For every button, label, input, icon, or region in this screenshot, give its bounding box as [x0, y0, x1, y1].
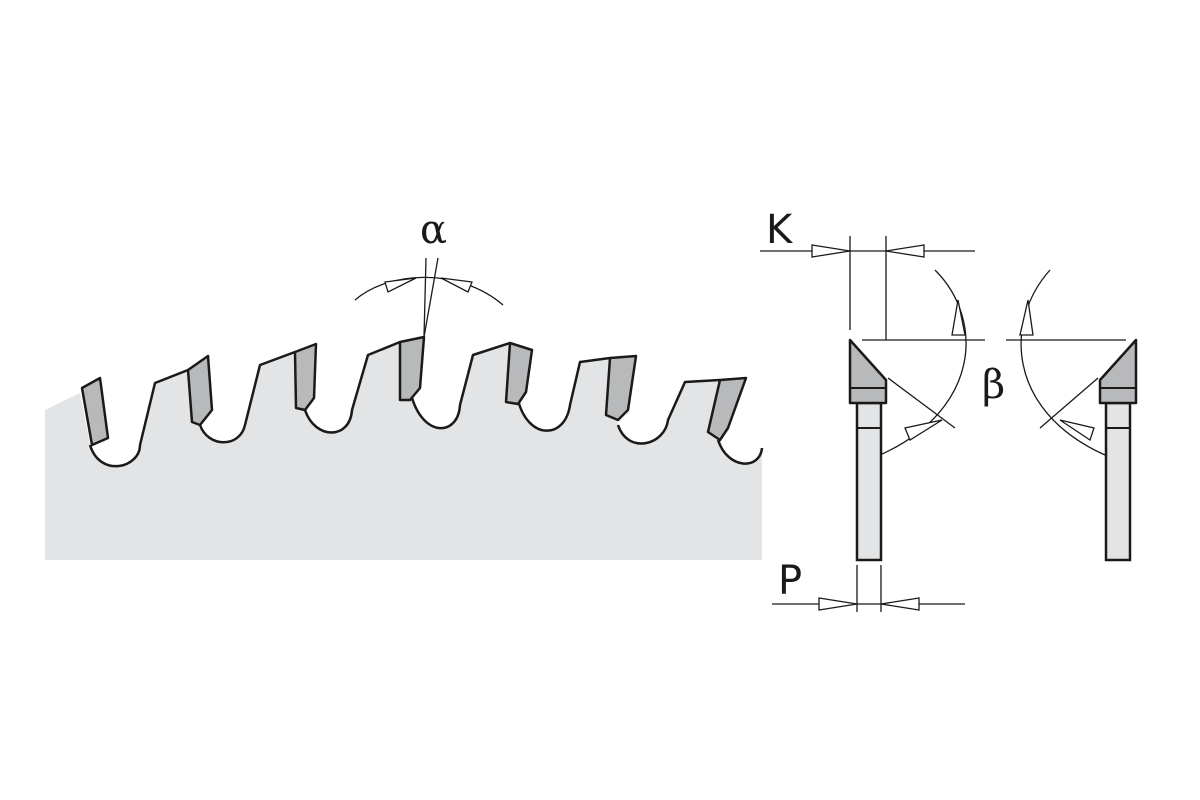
p-dimension [772, 565, 965, 612]
beta-arc [1020, 269, 1106, 456]
tooth-section-right [1006, 269, 1138, 562]
tooth-section-left: K β P [760, 207, 1005, 612]
carbide-tip [186, 354, 214, 427]
carbide-tip [293, 342, 318, 412]
dimension-arrow-icon [1059, 419, 1095, 442]
dimension-arrow-icon [880, 597, 920, 611]
k-dimension [760, 236, 975, 340]
beta-bevel-line [1039, 377, 1099, 429]
dimension-arrow-icon [1019, 299, 1034, 336]
alpha-reference-line [423, 257, 427, 338]
k-label: K [766, 207, 794, 253]
beta-label: β [982, 362, 1005, 408]
beta-angle-annotation [862, 269, 985, 456]
carbide-tip [504, 341, 534, 406]
dimension-arrow-icon [440, 277, 473, 293]
carbide-head [848, 338, 888, 405]
dimension-arrow-icon [818, 597, 858, 611]
carbide-head [1098, 338, 1138, 405]
dimension-arrow-icon [384, 277, 417, 293]
alpha-face-line [423, 257, 439, 338]
dimension-arrow-icon [904, 419, 943, 441]
dimension-arrow-icon [885, 244, 925, 258]
dimension-arrow-icon [811, 244, 851, 258]
saw-blade-profile: α [45, 207, 764, 560]
alpha-angle-annotation [354, 257, 504, 338]
carbide-tip [398, 335, 426, 402]
alpha-label: α [420, 207, 447, 253]
beta-angle-annotation-mirror [1006, 269, 1126, 456]
carbide-tip [706, 376, 748, 442]
shank [855, 401, 883, 562]
alpha-arc [354, 276, 504, 306]
carbide-tip [80, 376, 110, 447]
dimension-arrow-icon [951, 299, 966, 336]
beta-bevel-line [887, 377, 956, 429]
blade-body [45, 342, 762, 560]
carbide-tips [80, 335, 748, 447]
p-label: P [778, 558, 802, 604]
blade-edge-outline [88, 340, 764, 468]
shank [1104, 401, 1132, 562]
carbide-tip [604, 354, 638, 422]
